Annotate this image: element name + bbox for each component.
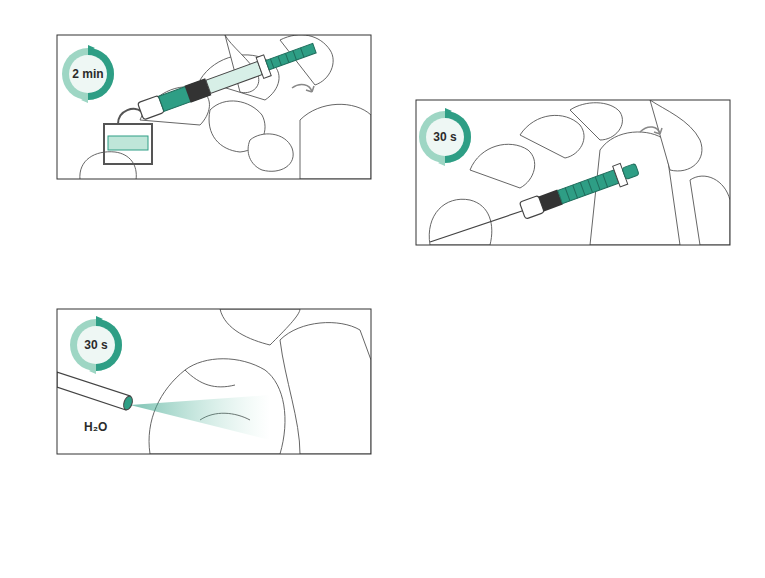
panel-one-art <box>80 35 371 179</box>
panel-frame <box>416 100 730 245</box>
timer-text: 2 min <box>59 45 117 103</box>
panel-frame <box>57 35 371 179</box>
panel-two-art <box>429 100 730 245</box>
timer-badge: 30 s <box>67 316 125 374</box>
panel-frame <box>57 309 371 454</box>
timer-badge: 30 s <box>416 108 474 166</box>
chemical-label: H₂O <box>84 420 107 434</box>
timer-badge: 2 min <box>59 45 117 103</box>
timer-text: 30 s <box>416 108 474 166</box>
panel-three-art <box>57 309 371 454</box>
timer-text: 30 s <box>67 316 125 374</box>
